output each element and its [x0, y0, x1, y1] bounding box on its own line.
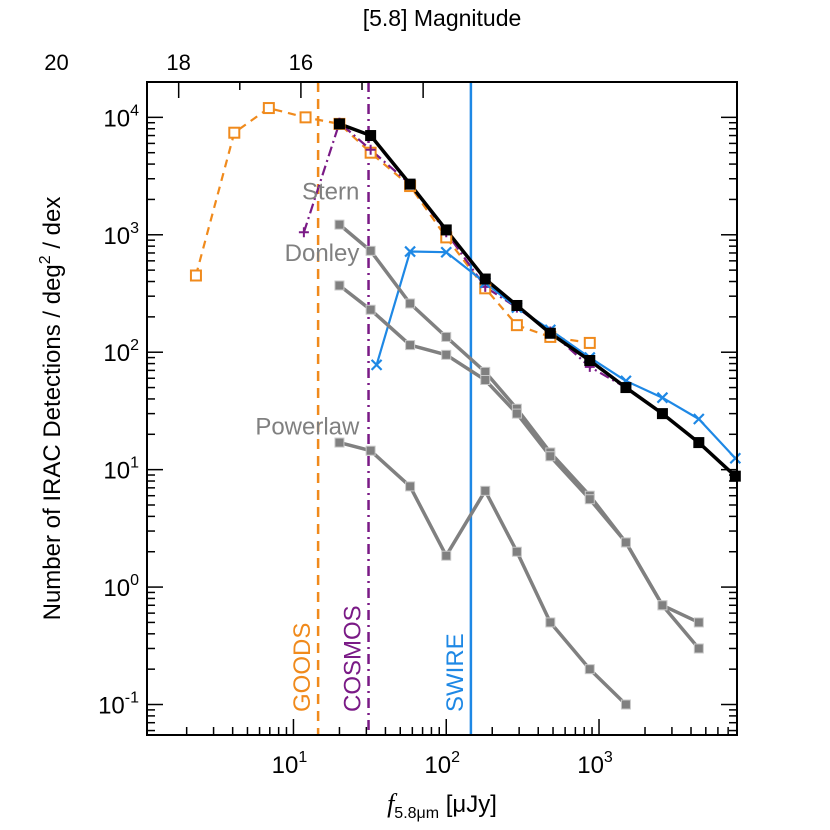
data-point [544, 327, 556, 339]
top-tick-label: 16 [289, 50, 313, 75]
data-point [479, 273, 491, 285]
x-tick-label: 103 [577, 749, 613, 779]
data-point [693, 617, 704, 628]
survey-label: COSMOS [340, 605, 367, 712]
series-markers [189, 102, 742, 710]
top-tick-label: 20 [44, 50, 68, 75]
data-point [584, 355, 596, 367]
data-point [299, 111, 312, 124]
data-point [228, 126, 241, 139]
series-lines [194, 106, 737, 706]
top-tick-label: 18 [166, 50, 190, 75]
data-point [404, 178, 416, 190]
data-point [365, 304, 376, 315]
data-point [440, 224, 452, 236]
x-tick-label: 101 [272, 749, 308, 779]
data-point [729, 470, 741, 482]
y-tick-label: 101 [103, 455, 139, 485]
data-point [480, 374, 491, 385]
data-point [480, 485, 491, 496]
data-point [298, 227, 309, 238]
data-point [441, 349, 452, 360]
data-point [334, 437, 345, 448]
series-annotation: Stern [302, 178, 359, 205]
data-point [441, 550, 452, 561]
y-axis-title: Number of IRAC Detections / deg2 / dex [37, 197, 66, 621]
data-point [693, 643, 704, 654]
data-point [365, 130, 377, 142]
axes: 10110210310-110010110210310422201816[5.8… [37, 5, 738, 822]
data-point [584, 494, 595, 505]
data-point [620, 382, 632, 394]
data-point [693, 437, 705, 449]
series-annotation: Donley [285, 240, 360, 267]
series-line [302, 121, 627, 389]
series-line [338, 284, 701, 650]
data-point [511, 546, 522, 557]
data-point [511, 408, 522, 419]
data-point [657, 600, 668, 611]
series-line [338, 122, 737, 478]
data-point [729, 452, 742, 465]
data-point [441, 331, 452, 342]
plot-frame [146, 81, 738, 736]
survey-label: SWIRE [442, 633, 469, 712]
data-point [333, 118, 345, 130]
data-point [545, 451, 556, 462]
data-point [656, 391, 669, 404]
y-tick-label: 104 [103, 102, 139, 132]
survey-label: GOODS [289, 623, 316, 712]
x-tick-label: 102 [424, 749, 460, 779]
data-point [365, 445, 376, 456]
survey-limit-lines: GOODS COSMOS SWIRE [289, 82, 473, 735]
data-point [545, 617, 556, 628]
data-point [405, 481, 416, 492]
data-point [511, 299, 523, 311]
y-tick-label: 100 [103, 572, 139, 602]
data-point [510, 319, 523, 332]
y-tick-label: 103 [103, 220, 139, 250]
data-point [656, 408, 668, 420]
series-annotation: Powerlaw [255, 413, 360, 440]
data-point [693, 413, 705, 425]
x-axis-title: f5.8μm [μJy] [387, 789, 497, 822]
data-point [189, 269, 202, 282]
series-line [339, 440, 628, 706]
data-point [620, 699, 631, 710]
data-point [584, 664, 595, 675]
series-line [338, 223, 700, 624]
y-tick-label: 10-1 [98, 690, 139, 720]
data-point [334, 280, 345, 291]
data-point [404, 245, 416, 258]
data-point [620, 537, 631, 548]
data-point [365, 144, 376, 155]
data-point [370, 359, 383, 371]
y-tick-label: 102 [103, 337, 139, 367]
data-point [405, 298, 416, 309]
top-axis-title: [5.8] Magnitude [363, 5, 522, 31]
data-point [440, 246, 453, 259]
data-point [334, 219, 345, 230]
data-point [405, 340, 416, 351]
data-point [365, 245, 376, 256]
data-point [262, 102, 275, 115]
data-point [583, 336, 596, 349]
